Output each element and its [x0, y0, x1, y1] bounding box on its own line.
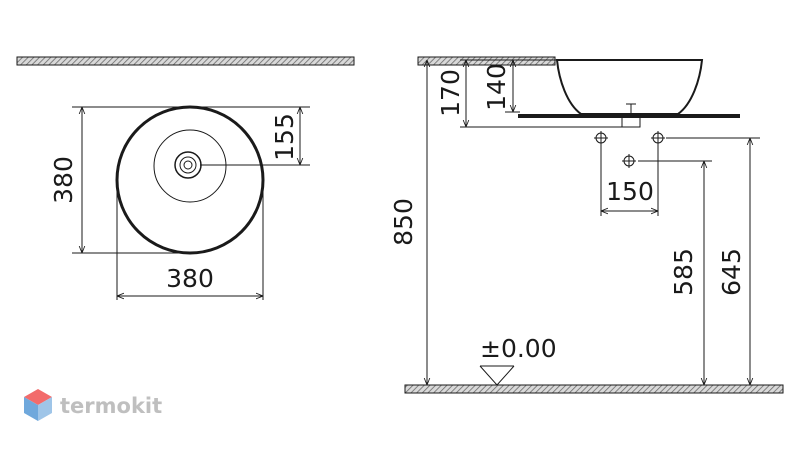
brand-name: termokit [60, 394, 162, 418]
overall-height-label: 850 [389, 198, 418, 246]
brand-logo-right-face [38, 397, 52, 421]
brand-logo-left-face [24, 397, 38, 421]
basin-inner-bowl [153, 129, 227, 203]
waste-pipe-point [622, 154, 636, 168]
waste-height-label: 585 [669, 248, 698, 296]
fixing-point-right [651, 131, 665, 145]
floor-hatched-bar [404, 384, 784, 394]
floor-level-label: ±0.00 [480, 334, 557, 363]
fixing-point-left [594, 131, 608, 145]
drain-outer [174, 151, 202, 179]
depth-dimension-label: 380 [49, 156, 78, 204]
floor-level-marker [479, 365, 515, 386]
total-depth-label: 170 [436, 69, 465, 117]
wall-hatched-bar-right [417, 56, 556, 66]
basin-outer-rim [115, 105, 265, 255]
plan-view: 380 380 155 [16, 56, 355, 300]
fixing-height-label: 645 [717, 248, 746, 296]
bowl-height-label: 140 [482, 63, 511, 111]
drain-offset-label: 155 [270, 113, 299, 161]
brand-logo: termokit [24, 389, 162, 421]
wall-hatched-bar-left [16, 56, 355, 66]
fixing-spacing-label: 150 [606, 177, 654, 206]
drain-center [183, 160, 193, 170]
width-dimension-label: 380 [166, 264, 214, 293]
side-view: 850 170 140 150 5 [389, 56, 784, 394]
basin-profile [555, 59, 704, 115]
drain-inner [179, 156, 197, 174]
waste-outlet [621, 116, 641, 128]
